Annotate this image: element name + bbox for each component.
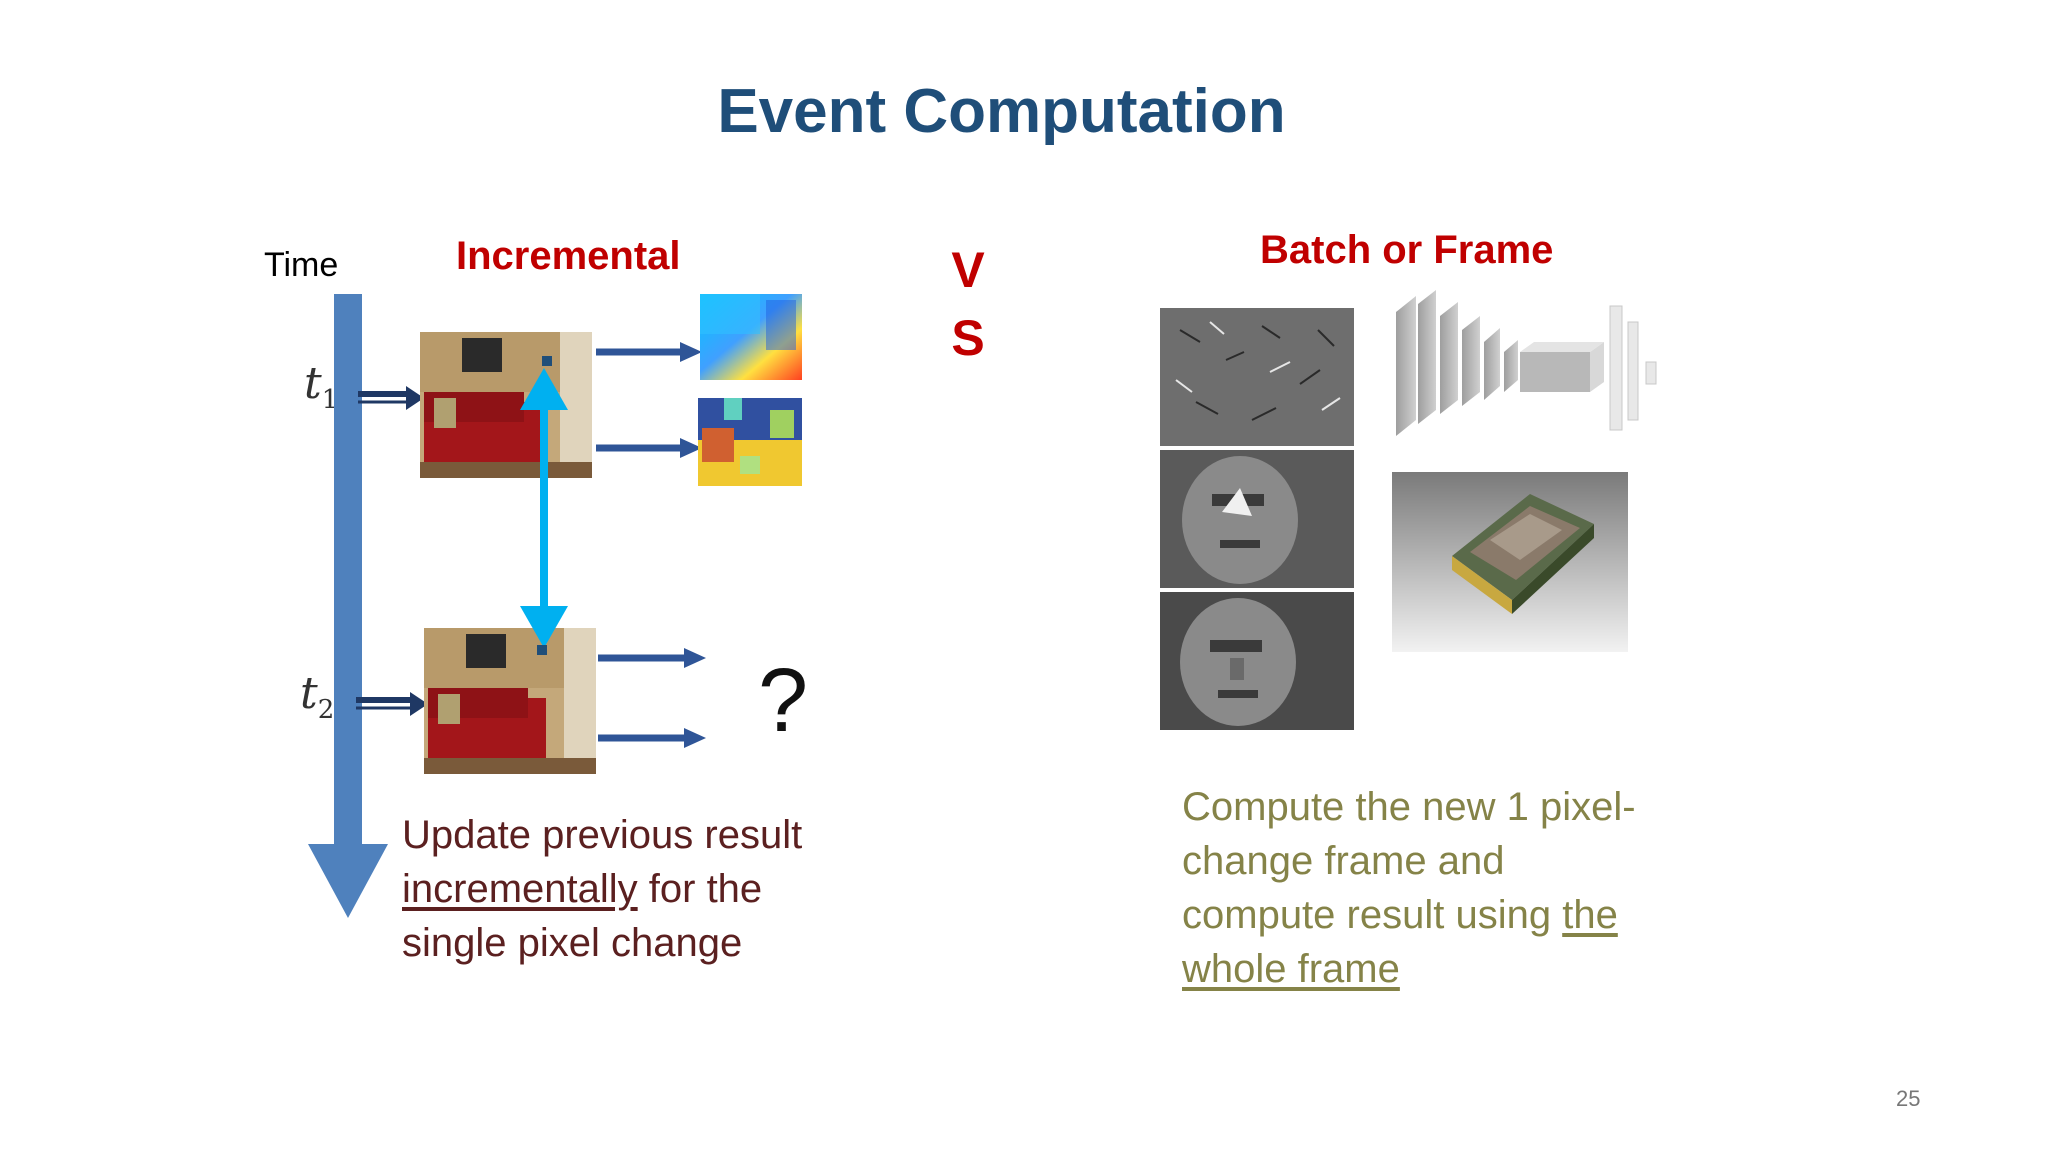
the-emphasis: the (1562, 893, 1618, 937)
room-image-t1 (420, 332, 592, 478)
output-arrow-depth (596, 342, 702, 362)
incremental-heading: Incremental (456, 234, 681, 278)
whole-frame-emphasis: whole frame (1182, 947, 1400, 991)
cnn-layers-diagram (1396, 290, 1657, 436)
batch-description: Compute the new 1 pixel- change frame an… (1182, 780, 1662, 996)
batch-description-line-4: whole frame (1182, 942, 1662, 996)
t1-arrow (358, 386, 424, 410)
face-frame-2-image (1160, 592, 1354, 730)
output-arrow-t2-bottom (598, 728, 706, 748)
batch-description-line-3: compute result using the (1182, 893, 1618, 937)
incremental-description-line-3: single pixel change (402, 921, 743, 965)
room-image-t2 (424, 628, 596, 774)
batch-frame-heading: Batch or Frame (1260, 228, 1554, 272)
incrementally-emphasis: incrementally (402, 867, 638, 911)
depth-map-image (700, 294, 802, 380)
t2-arrow (356, 692, 428, 716)
incremental-description: Update previous result incrementally for… (402, 808, 842, 970)
unknown-output-mark: ? (758, 651, 809, 751)
slide-title: Event Computation (717, 77, 1286, 146)
incremental-description-line-2: incrementally for the (402, 867, 763, 911)
pixel-correspondence-arrow (520, 356, 568, 655)
page-number: 25 (1896, 1086, 1921, 1111)
vs-letter-s: S (951, 310, 985, 366)
incremental-description-line-1: Update previous result (402, 813, 803, 857)
time-label: Time (264, 246, 339, 284)
t2-label: t2 (300, 668, 335, 725)
tpu-chip-image (1392, 472, 1628, 652)
batch-description-line-2: change frame and (1182, 839, 1505, 883)
output-arrow-t2-top (598, 648, 706, 668)
vs-letter-v: V (951, 242, 985, 298)
timeline-arrow (308, 294, 388, 918)
output-arrow-segmentation (596, 438, 702, 458)
segmentation-map-image (698, 398, 802, 486)
event-frame-image (1160, 308, 1354, 446)
face-frame-1-image (1160, 450, 1354, 588)
batch-description-line-1: Compute the new 1 pixel- (1182, 785, 1636, 829)
